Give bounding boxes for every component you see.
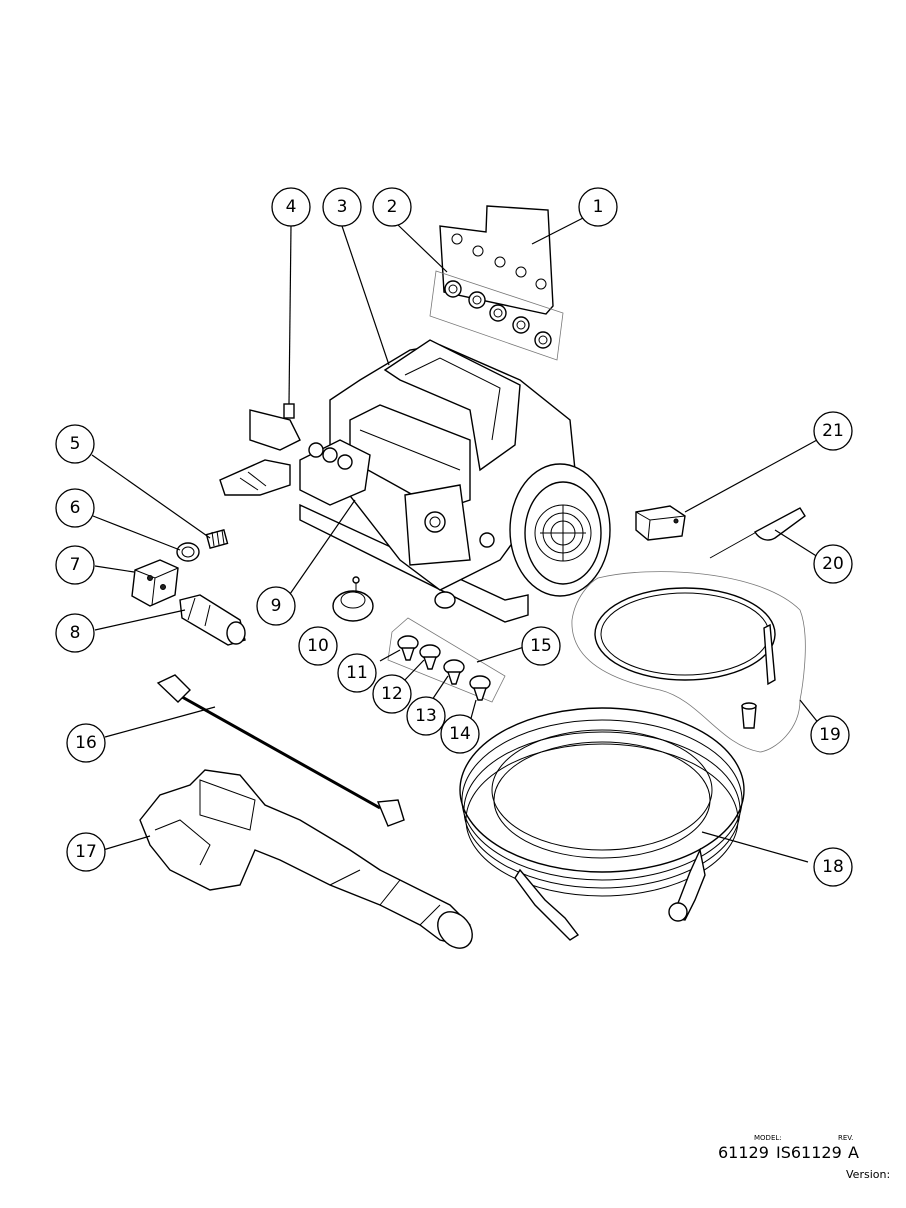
svg-text:20: 20: [822, 554, 844, 574]
part-small-block: [635, 505, 686, 541]
callout-19: 19: [810, 715, 850, 755]
callout-7: 7: [55, 545, 95, 585]
callout-3: 3: [322, 187, 362, 227]
callout-13: 13: [406, 696, 446, 736]
part-knob: [332, 576, 374, 622]
part-nozzle-set: [387, 617, 506, 703]
callout-15: 15: [521, 626, 561, 666]
svg-text:16: 16: [75, 733, 97, 753]
callout-14: 14: [440, 714, 480, 754]
svg-text:10: 10: [307, 636, 329, 656]
part-wand: [156, 674, 405, 827]
svg-text:14: 14: [449, 724, 471, 744]
svg-text:5: 5: [70, 434, 81, 454]
part-bracket: [439, 205, 554, 315]
callout-12: 12: [372, 674, 412, 714]
is-number: IS61129: [776, 1143, 842, 1162]
callout-4: 4: [271, 187, 311, 227]
svg-text:18: 18: [822, 857, 844, 877]
part-trigger-gun: [139, 769, 473, 949]
version-label: Version:: [846, 1168, 891, 1181]
callout-1: 1: [578, 187, 618, 227]
leader-lines: [91, 216, 821, 863]
nozzle-11: [397, 635, 419, 661]
part-grommets: [429, 270, 564, 361]
part-elbow-block: [131, 559, 179, 607]
svg-text:19: 19: [819, 725, 841, 745]
model-number: 61129: [718, 1143, 769, 1162]
svg-text:11: 11: [346, 663, 368, 683]
part-detergent-tube: [571, 571, 806, 753]
svg-text:8: 8: [70, 623, 81, 643]
svg-text:6: 6: [70, 498, 81, 518]
callout-21: 21: [813, 411, 853, 451]
svg-text:13: 13: [415, 706, 437, 726]
callout-20: 20: [813, 544, 853, 584]
title-block: MODEL: REV. 61129 IS61129 A Version:: [698, 1134, 898, 1194]
part-adapter-nut: [176, 542, 200, 562]
part-nozzle-cleaner: [709, 507, 806, 559]
svg-text:3: 3: [337, 197, 348, 217]
callout-16: 16: [66, 723, 106, 763]
revision-value: A: [848, 1143, 859, 1162]
nozzle-14: [469, 675, 491, 701]
callouts: 1 2 3 4 5 6 7 8 9 10 11 12 13 14 15 16 1…: [55, 187, 853, 887]
svg-text:1: 1: [593, 197, 604, 217]
callout-11: 11: [337, 653, 377, 693]
svg-text:21: 21: [822, 421, 844, 441]
nozzle-13: [443, 659, 465, 685]
callout-6: 6: [55, 488, 95, 528]
callout-18: 18: [813, 847, 853, 887]
svg-text:4: 4: [286, 197, 297, 217]
callout-5: 5: [55, 424, 95, 464]
model-label: MODEL:: [754, 1134, 782, 1142]
part-hose: [459, 707, 745, 941]
callout-17: 17: [66, 832, 106, 872]
svg-text:9: 9: [271, 596, 282, 616]
nozzle-12: [419, 644, 441, 670]
svg-text:12: 12: [381, 684, 403, 704]
callout-2: 2: [372, 187, 412, 227]
rev-label: REV.: [838, 1134, 854, 1142]
svg-text:15: 15: [530, 636, 552, 656]
svg-text:2: 2: [387, 197, 398, 217]
part-pressure-washer-body: [219, 339, 611, 623]
svg-text:7: 7: [70, 555, 81, 575]
callout-10: 10: [298, 626, 338, 666]
callout-9: 9: [256, 586, 296, 626]
part-threaded-plug: [205, 529, 229, 549]
svg-text:17: 17: [75, 842, 97, 862]
part-inline-fitting: [179, 594, 246, 646]
callout-8: 8: [55, 613, 95, 653]
